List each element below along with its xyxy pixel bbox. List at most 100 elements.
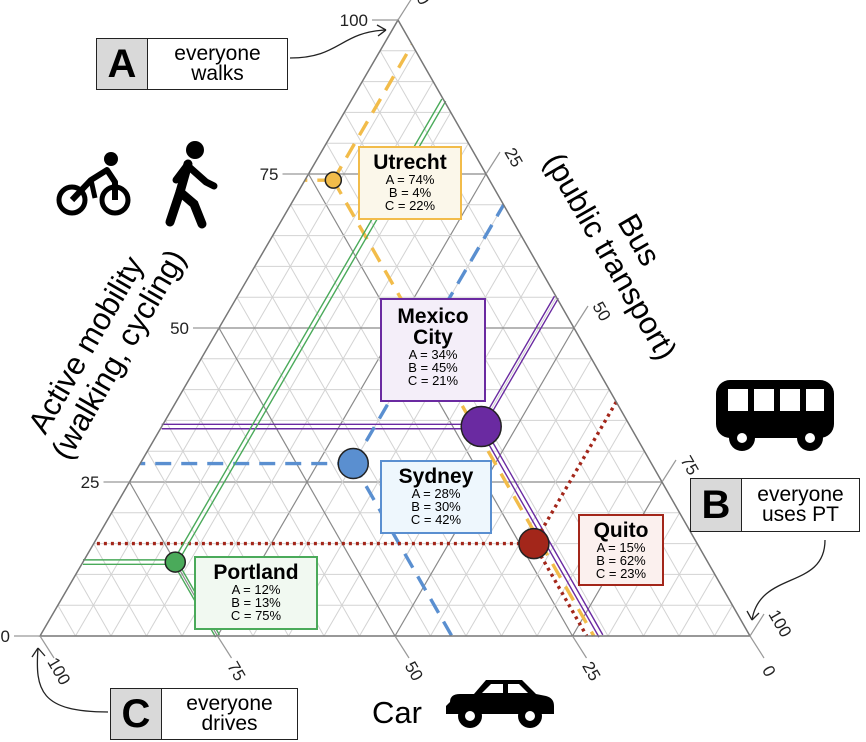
- city-box-mexico-city: Mexico City A = 34% B = 45% C = 21%: [380, 298, 486, 402]
- grid-line-major: [307, 173, 574, 637]
- corner-letter-a: A: [97, 39, 148, 89]
- city-value-c: C = 21%: [407, 373, 459, 388]
- tick-label-a: 50: [170, 319, 189, 338]
- arrow-a-head: [376, 24, 387, 37]
- arrow-a: [289, 29, 387, 59]
- city-name: Sydney: [398, 465, 474, 488]
- city-value-b: B = 13%: [231, 595, 281, 610]
- tick-label-c: 0: [758, 662, 779, 680]
- walking-icon: [165, 141, 218, 229]
- city-value-a: A = 28%: [411, 486, 461, 501]
- guide-line-utrecht: [331, 179, 596, 637]
- city-box-portland: Portland A = 12% B = 13% C = 75%: [194, 556, 318, 630]
- corner-c-line2: drives: [201, 712, 258, 735]
- city-value-c: C = 22%: [384, 198, 436, 213]
- city-value-b: B = 62%: [596, 553, 646, 568]
- arrow-b: [751, 539, 826, 621]
- city-value-b: B = 45%: [408, 360, 458, 375]
- city-box-sydney: Sydney A = 28% B = 30% C = 42%: [380, 460, 492, 534]
- tick-label-a: 100: [340, 11, 368, 30]
- tick-label-c: 50: [401, 658, 427, 684]
- tick-mark-c: [571, 635, 588, 659]
- grid-line-minor: [678, 574, 716, 637]
- tick-label-c: 100: [43, 654, 74, 688]
- grid-line-minor: [200, 358, 360, 637]
- tick-mark-c: [216, 635, 233, 659]
- corner-box-b: B everyone uses PT: [690, 478, 860, 532]
- tick-label-c: 75: [223, 658, 249, 684]
- grid-line-minor: [57, 604, 76, 637]
- tick-label-b: 100: [765, 607, 796, 641]
- bicycle-icon: [56, 152, 131, 216]
- city-value-a: A = 34%: [408, 347, 458, 362]
- city-value-c: C = 23%: [595, 566, 647, 581]
- bus-icon: [716, 380, 834, 451]
- arrow-b-head: [746, 610, 760, 621]
- tick-label-b: 75: [677, 453, 703, 479]
- point-sydney: [337, 447, 369, 480]
- guide-line-mexico-city: [478, 295, 556, 426]
- tick-label-b: 50: [589, 299, 615, 325]
- point-portland: [164, 551, 187, 573]
- grid-line-minor: [75, 574, 112, 637]
- tick-label-a: 25: [81, 473, 100, 492]
- city-name: Portland: [213, 561, 299, 584]
- tick-mark-b: [661, 459, 677, 483]
- axis-title-car: Car: [372, 695, 422, 730]
- tick-mark-c: [394, 635, 410, 659]
- tick-mark-b: [749, 613, 765, 637]
- tick-mark-b: [485, 151, 501, 175]
- corner-b-line2: uses PT: [761, 503, 840, 526]
- corner-box-a: A everyone walks: [96, 38, 288, 90]
- city-box-utrecht: Utrecht A = 74% B = 4% C = 22%: [358, 146, 462, 220]
- city-name-line2: City: [413, 326, 453, 349]
- corner-a-line1: everyone: [174, 42, 261, 65]
- corner-text-c: everyone drives: [162, 689, 297, 739]
- city-box-quito: Quito A = 15% B = 62% C = 23%: [578, 514, 664, 586]
- tick-mark-c: [39, 635, 55, 659]
- city-value-a: A = 12%: [231, 582, 281, 597]
- city-value-a: A = 15%: [596, 540, 646, 555]
- city-name: Quito: [593, 519, 649, 542]
- guide-line-mexico-city: [482, 297, 559, 429]
- tick-mark-b: [397, 0, 412, 21]
- grid-line-minor: [272, 235, 502, 637]
- grid-line-minor: [111, 512, 183, 637]
- city-points: [164, 171, 550, 573]
- tick-label-b: 0: [413, 0, 434, 8]
- tick-label-b: 25: [501, 145, 527, 171]
- grid-line-minor: [465, 389, 610, 637]
- city-value-a: A = 74%: [385, 172, 435, 187]
- corner-c-line1: everyone: [186, 692, 273, 715]
- grid-line-minor: [430, 358, 593, 637]
- corner-a-line2: walks: [191, 62, 244, 85]
- guide-line-utrecht: [331, 43, 414, 182]
- tick-label-a: 0: [1, 627, 10, 646]
- corner-box-c: C everyone drives: [110, 688, 298, 740]
- grid-line-minor: [236, 296, 431, 637]
- car-icon: [446, 680, 554, 728]
- grid-line-minor: [643, 543, 698, 637]
- point-quito: [518, 527, 550, 560]
- corner-text-a: everyone walks: [148, 39, 287, 89]
- corner-letter-c: C: [111, 689, 162, 739]
- arrow-c-head: [31, 647, 46, 658]
- corner-text-b: everyone uses PT: [742, 479, 859, 531]
- grid-line-minor: [93, 543, 147, 637]
- city-value-c: C = 75%: [230, 608, 282, 623]
- city-name: Utrecht: [373, 151, 447, 174]
- guide-line-sydney: [351, 203, 506, 465]
- point-utrecht: [324, 171, 343, 189]
- guide-line-sydney: [351, 462, 454, 637]
- city-value-b: B = 30%: [411, 499, 461, 514]
- grid-line-minor: [714, 604, 733, 637]
- grid-line-minor: [501, 420, 628, 637]
- tick-label-a: 75: [260, 165, 279, 184]
- arrow-c: [36, 647, 109, 713]
- tick-mark-c: [749, 635, 765, 659]
- city-value-c: C = 42%: [410, 512, 462, 527]
- city-value-b: B = 4%: [388, 185, 432, 200]
- tick-mark-b: [573, 305, 589, 329]
- city-name-line1: Mexico: [397, 305, 469, 328]
- tick-label-c: 25: [578, 658, 604, 684]
